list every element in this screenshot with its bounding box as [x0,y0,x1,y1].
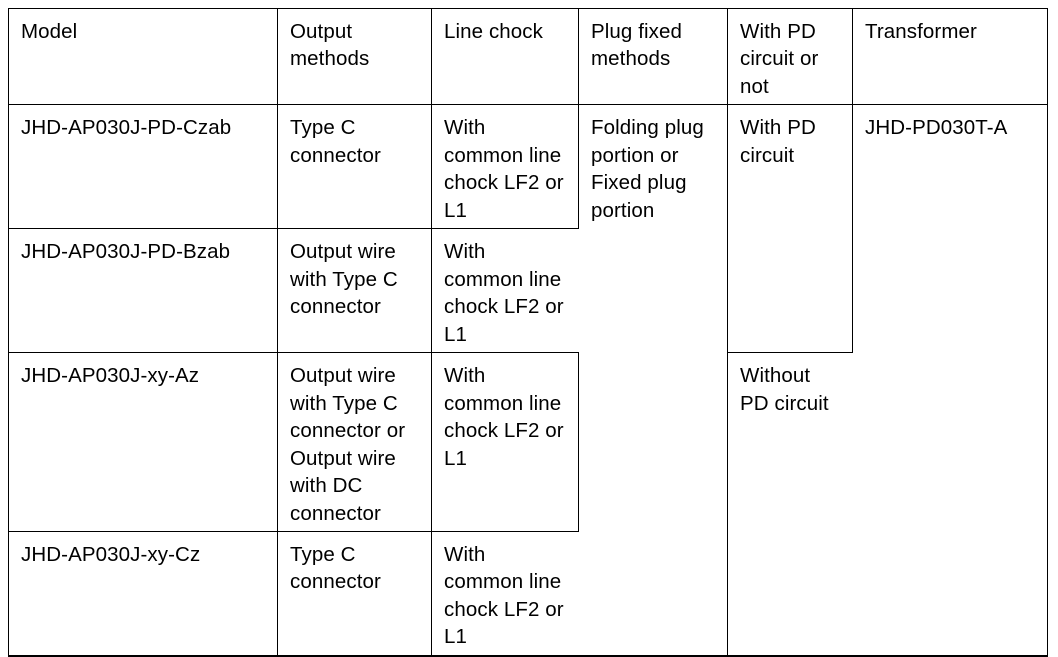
table-header-row: Model Output methods Line chock Plug fix… [8,8,1048,106]
cell-plug-fixed-methods: Folding plug portion or Fixed plug porti… [578,104,728,657]
model-specification-table: Model Output methods Line chock Plug fix… [8,8,1048,657]
cell-pd-circuit-with: With PD circuit [727,104,853,354]
column-header-pd-circuit: With PD circuit or not [727,8,853,106]
table-row: JHD-AP030J-PD-Czab Type C connector With… [8,104,1048,657]
cell-line-chock: With common line chock LF2 or L1 [431,104,579,230]
cell-output: Type C connector [277,104,432,230]
column-header-plug-fixed-methods: Plug fixed methods [578,8,728,106]
column-header-model: Model [8,8,278,106]
column-header-line-chock: Line chock [431,8,579,106]
cell-transformer: JHD-PD030T-A [852,104,1048,657]
cell-model: JHD-AP030J-PD-Bzab [8,228,278,354]
cell-output: Output wire with Type C connector or Out… [277,352,432,532]
table-row: JHD-AP030J-xy-Cz Type C connector With c… [8,531,1048,656]
cell-line-chock: With common line chock LF2 or L1 [431,352,579,532]
column-header-output-methods: Output methods [277,8,432,106]
cell-line-chock: With common line chock LF2 or L1 [431,228,579,354]
column-header-transformer: Transformer [852,8,1048,106]
cell-line-chock: With common line chock LF2 or L1 [444,542,564,649]
cell-model: JHD-AP030J-xy-Az [8,352,278,532]
spec-table-container: Model Output methods Line chock Plug fix… [8,8,1048,657]
cell-model: JHD-AP030J-xy-Cz [8,531,278,656]
cell-output: Output wire with Type C connector [277,228,432,354]
cell-output: Type C connector [277,531,432,656]
cell-pd-circuit-without: Without PD circuit [727,352,853,657]
table-row: JHD-AP030J-xy-Az Output wire with Type C… [8,352,1048,657]
cell-model: JHD-AP030J-PD-Czab [8,104,278,230]
table-row: JHD-AP030J-PD-Bzab Output wire with Type… [8,228,1048,354]
